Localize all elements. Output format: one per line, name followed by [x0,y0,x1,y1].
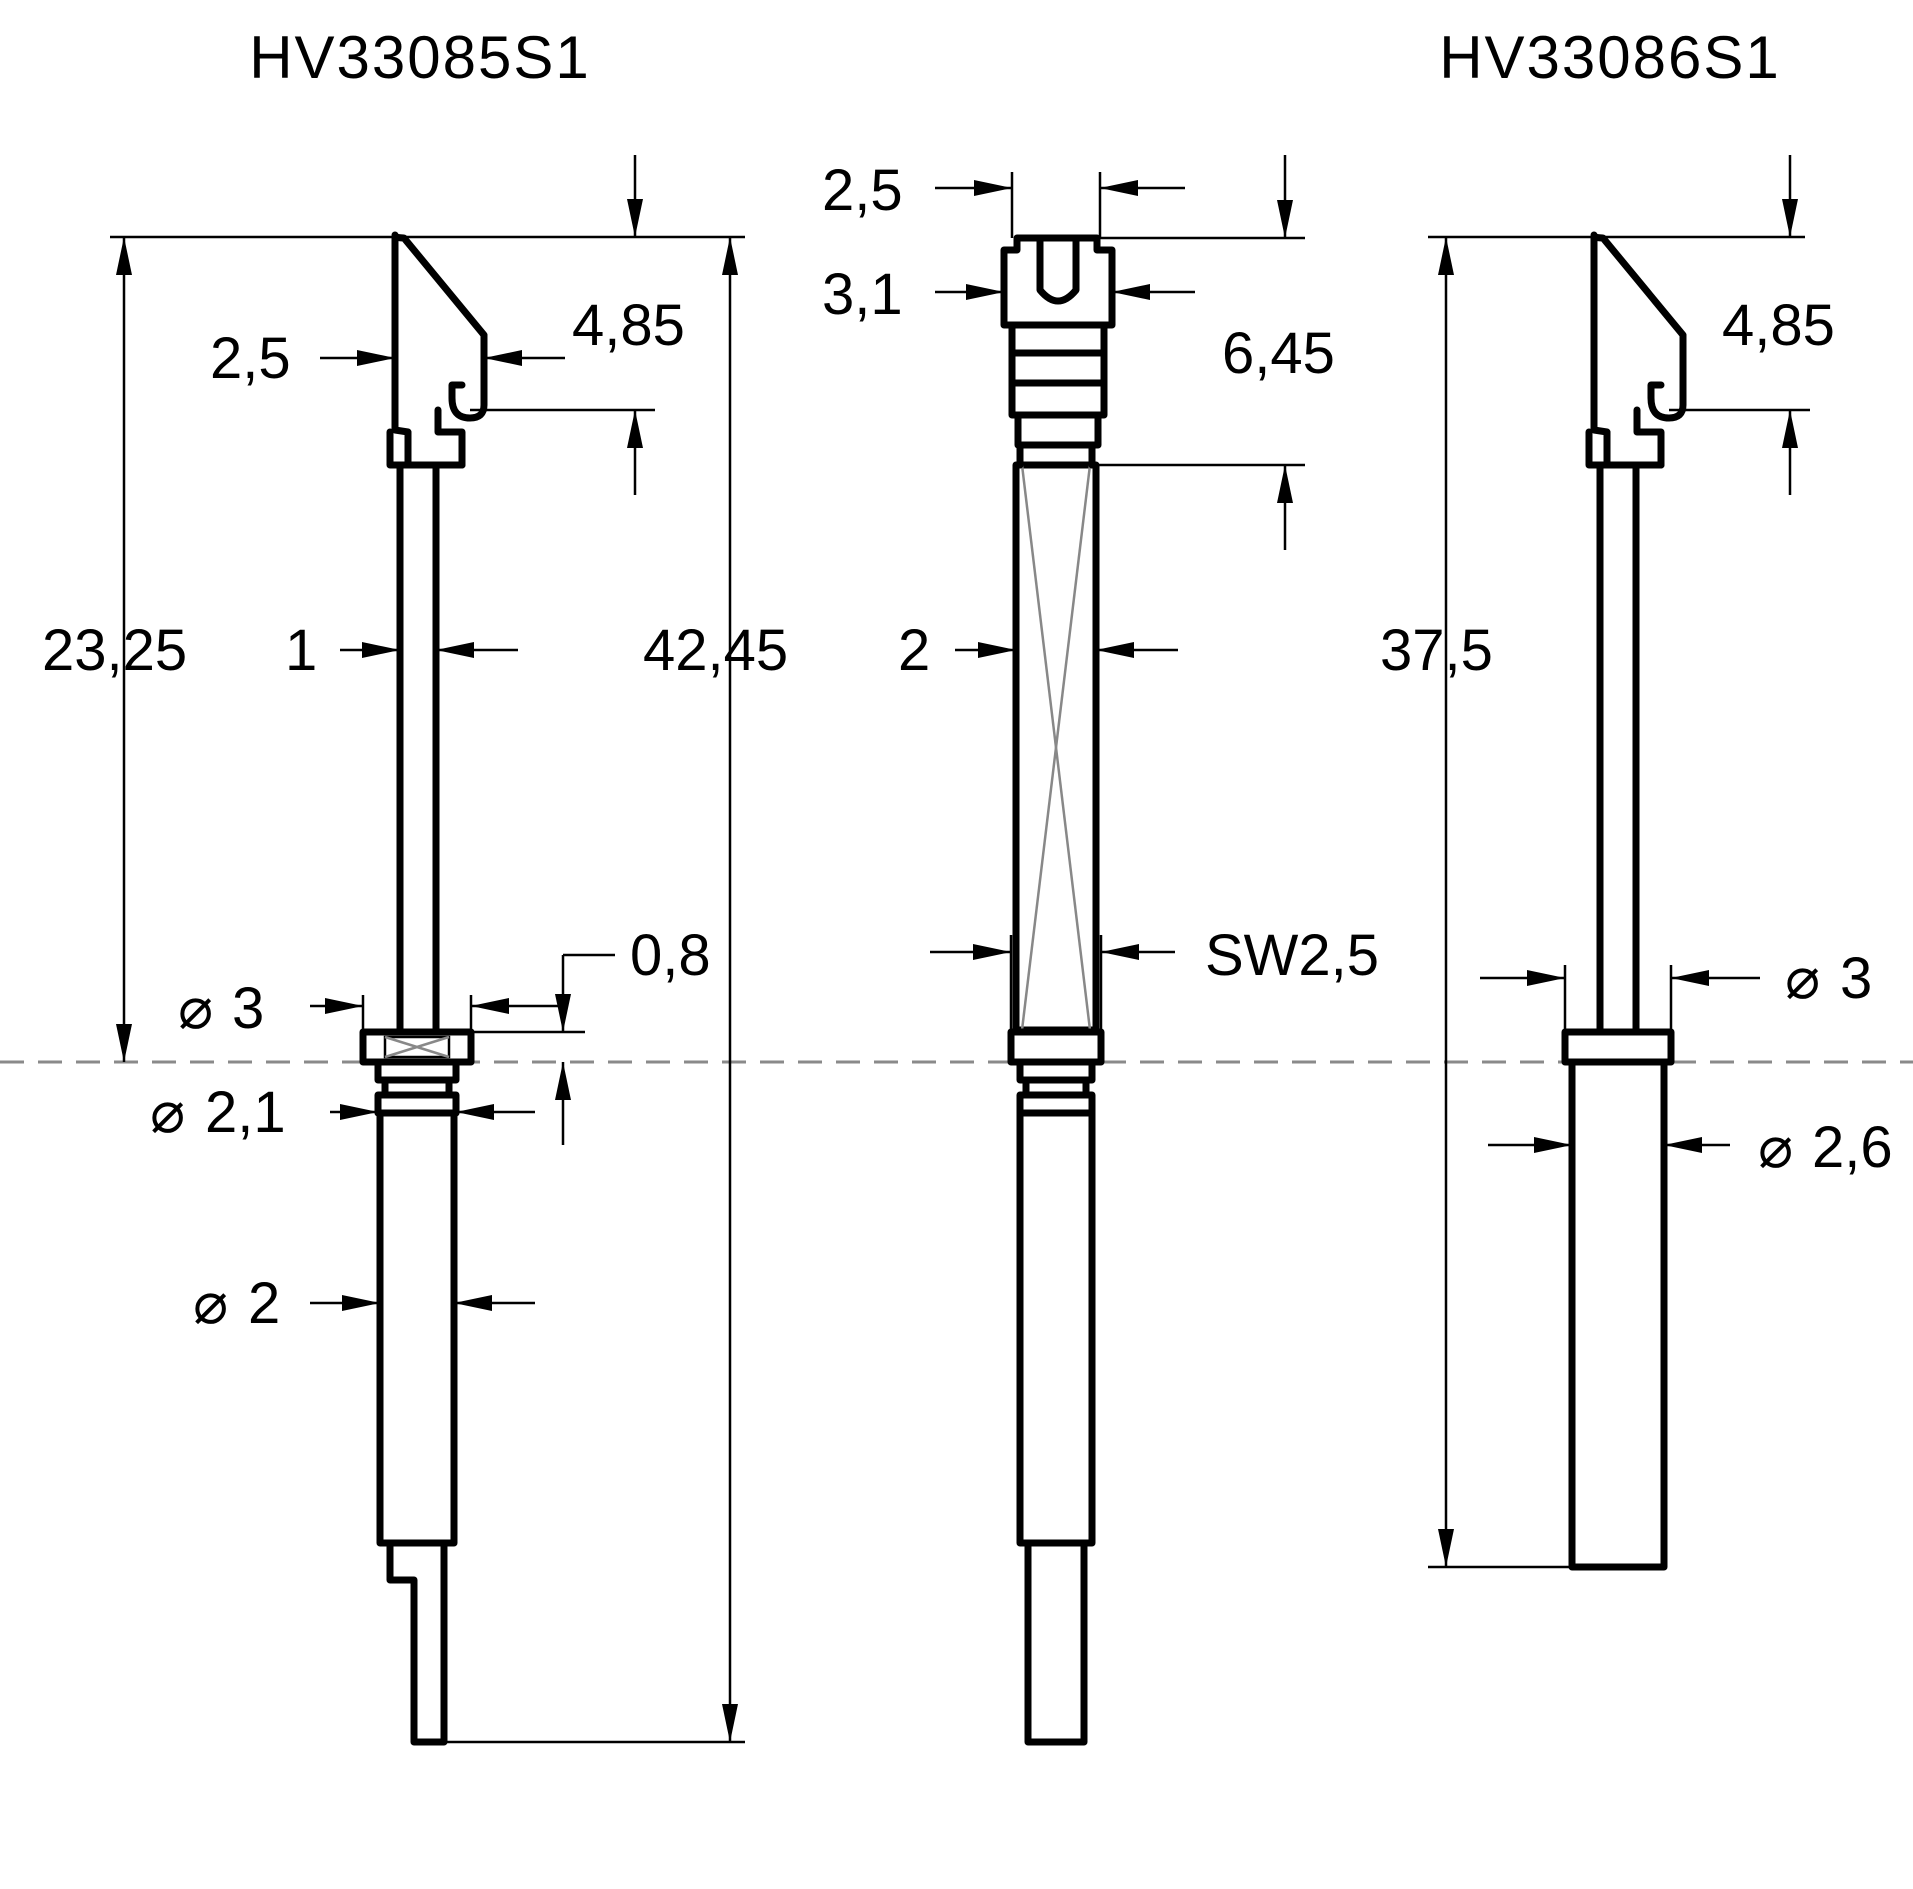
diameter-symbol-icon: ⌀ [193,1271,228,1336]
left-dimension-lines [110,155,745,1744]
diameter-symbol-icon: ⌀ [178,976,213,1041]
dim-middle-wrench-size: SW2,5 [1205,923,1379,988]
dim-left-collar-thickness: 0,8 [630,923,711,988]
diameter-symbol-icon: ⌀ [1758,1115,1793,1180]
dim-right-body-dia: 2,6 [1812,1115,1893,1180]
dim-left-length-to-collar: 23,25 [42,618,187,683]
dim-middle-head-dia: 3,1 [822,262,903,327]
dim-middle-head-length: 6,45 [1222,321,1335,386]
dim-left-shaft-dia: 1 [285,618,317,683]
right-dimension-lines [1428,155,1810,1569]
dim-right-total-length: 37,5 [1380,618,1493,683]
middle-dimension-lines [930,155,1305,1032]
middle-part-outline [1000,234,1116,1746]
dim-left-collar-dia: 3 [232,976,264,1041]
title-left-part: HV33085S1 [249,24,591,91]
dim-right-hook-height: 4,85 [1722,293,1835,358]
dim-left-total-length: 42,45 [643,618,788,683]
dim-left-head-width: 2,5 [210,326,291,391]
dim-right-collar-dia: 3 [1840,946,1872,1011]
dim-middle-slot-width: 2,5 [822,158,903,223]
dim-left-body-dia: 2 [248,1271,280,1336]
dim-left-groove-dia: 2,1 [205,1080,286,1145]
left-part-outline [359,231,488,1746]
dim-left-hook-height: 4,85 [572,293,685,358]
right-part-outline [1561,231,1687,1571]
diameter-symbol-icon: ⌀ [1785,946,1820,1011]
dim-middle-shaft-dia: 2 [898,618,930,683]
diameter-symbol-icon: ⌀ [150,1080,185,1145]
title-right-part: HV33086S1 [1439,24,1781,91]
